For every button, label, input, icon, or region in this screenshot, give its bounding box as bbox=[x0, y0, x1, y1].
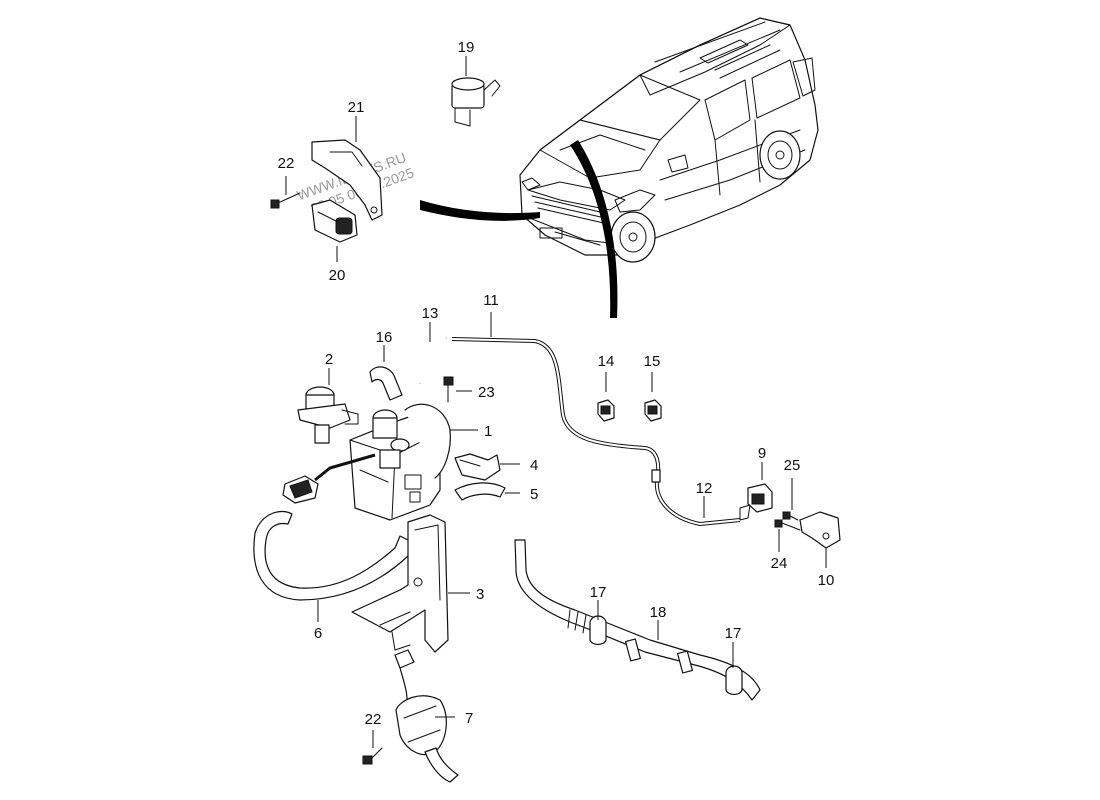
vehicle-illustration bbox=[420, 17, 819, 318]
callout-3: 3 bbox=[476, 586, 484, 603]
part-bolt-22-bottom bbox=[362, 730, 383, 765]
part-hose-16 bbox=[369, 345, 403, 401]
callout-21: 21 bbox=[348, 99, 365, 116]
callout-17b: 17 bbox=[725, 625, 742, 642]
callout-1: 1 bbox=[484, 423, 492, 440]
callout-24: 24 bbox=[771, 555, 788, 572]
part-relay-19 bbox=[451, 56, 501, 127]
callout-labels: 19 21 22 20 11 13 16 2 14 15 23 1 9 25 4… bbox=[278, 39, 835, 728]
part-clamp-17a bbox=[589, 600, 607, 646]
callout-6: 6 bbox=[314, 625, 322, 642]
part-bolt-23 bbox=[443, 376, 472, 403]
part-sensor-9 bbox=[739, 462, 773, 521]
part-muffler-7 bbox=[394, 649, 459, 783]
part-clip-14 bbox=[597, 372, 615, 422]
part-pipe-13 bbox=[419, 322, 447, 384]
part-heater-1 bbox=[282, 403, 478, 521]
part-bracket-3 bbox=[351, 514, 470, 653]
part-bracket-4 bbox=[454, 453, 520, 481]
callout-23: 23 bbox=[478, 384, 495, 401]
callout-19: 19 bbox=[458, 39, 475, 56]
pointer-arrow-down bbox=[570, 140, 618, 318]
part-screw-24 bbox=[774, 519, 801, 552]
part-hose-6 bbox=[253, 510, 413, 622]
part-pump-20 bbox=[311, 199, 358, 262]
callout-22-top: 22 bbox=[278, 155, 295, 172]
callout-16: 16 bbox=[376, 329, 393, 346]
callout-22-bottom: 22 bbox=[365, 711, 382, 728]
pointer-arrow-left bbox=[420, 200, 540, 221]
callout-18: 18 bbox=[650, 604, 667, 621]
callout-9: 9 bbox=[758, 445, 766, 462]
part-bracket-10 bbox=[799, 511, 841, 568]
part-clamp-17b bbox=[725, 642, 743, 696]
part-hose-5 bbox=[454, 482, 520, 501]
callout-4: 4 bbox=[530, 457, 538, 474]
part-valve-2 bbox=[297, 368, 359, 444]
callout-5: 5 bbox=[530, 486, 538, 503]
callout-12: 12 bbox=[696, 480, 713, 497]
callout-2: 2 bbox=[325, 351, 333, 368]
part-bolt-22-top bbox=[270, 176, 301, 209]
callout-7: 7 bbox=[465, 710, 473, 727]
callout-13: 13 bbox=[422, 305, 439, 322]
callout-11: 11 bbox=[483, 292, 499, 309]
callout-14: 14 bbox=[598, 353, 615, 370]
callout-17a: 17 bbox=[590, 584, 607, 601]
part-hose-18 bbox=[514, 539, 761, 701]
callout-10: 10 bbox=[818, 572, 835, 589]
part-screw-25 bbox=[782, 478, 799, 521]
callout-20: 20 bbox=[329, 267, 346, 284]
part-fuel-line-11 bbox=[451, 312, 741, 527]
part-clip-15 bbox=[644, 372, 662, 422]
callout-25: 25 bbox=[784, 457, 801, 474]
part-bracket-21 bbox=[311, 116, 383, 221]
callout-15: 15 bbox=[644, 353, 661, 370]
